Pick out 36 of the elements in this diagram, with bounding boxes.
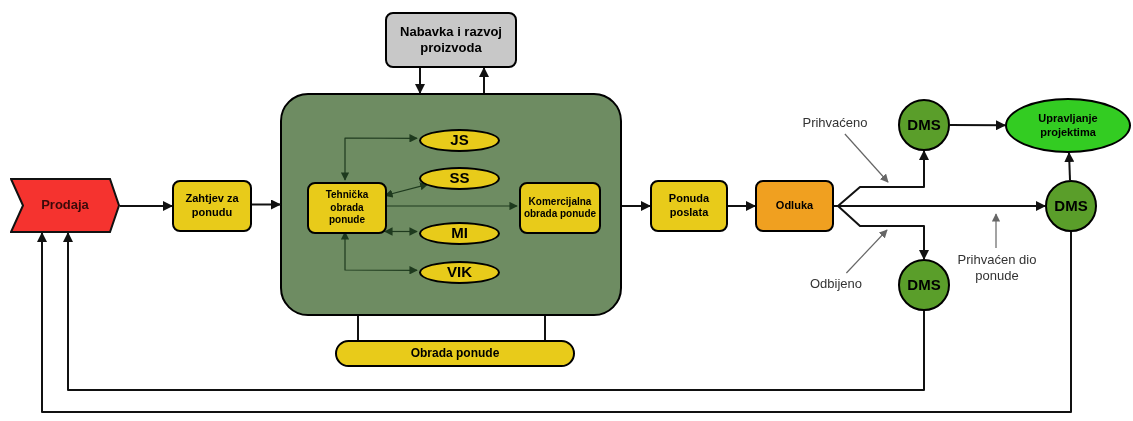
arrow	[415, 67, 425, 94]
ellipse-node: JS	[419, 129, 500, 152]
arrow	[37, 231, 1072, 413]
arrow	[63, 232, 925, 391]
leader-line	[991, 213, 1001, 249]
arrow	[621, 201, 651, 211]
arrow	[1064, 152, 1075, 181]
ellipse-node: MI	[419, 222, 500, 245]
process-box: Nabavka i razvoj proizvoda	[385, 12, 517, 68]
process-pill: Obrada ponude	[335, 340, 575, 367]
connector-line	[357, 315, 359, 341]
arrow	[251, 199, 281, 210]
arrow	[384, 201, 518, 211]
leader-line	[844, 133, 889, 183]
process-chevron: Prodaja	[10, 178, 120, 233]
ellipse-node: VIK	[419, 261, 500, 284]
process-box: Tehnička obrada ponude	[307, 182, 387, 234]
annotation-text: Odbijeno	[795, 273, 877, 295]
connector-line	[544, 315, 546, 341]
annotation-text: Prihvaćeno	[785, 112, 885, 134]
arrow	[727, 201, 756, 211]
double-arrow	[384, 182, 429, 198]
arrow	[949, 120, 1006, 131]
ellipse-node: Upravljanje projektima	[1005, 98, 1131, 153]
process-box: Odluka	[755, 180, 834, 232]
arrow	[479, 67, 489, 94]
double-arrow	[384, 227, 418, 236]
process-box: Ponuda poslata	[650, 180, 728, 232]
leader-line	[845, 229, 888, 274]
process-box: Zahtjev za ponudu	[172, 180, 252, 232]
process-panel	[280, 93, 622, 316]
double-arrow	[340, 231, 418, 275]
arrow	[119, 201, 173, 211]
process-box: Komercijalna obrada ponude	[519, 182, 601, 234]
ellipse-node: SS	[419, 167, 500, 190]
double-arrow	[340, 134, 418, 181]
